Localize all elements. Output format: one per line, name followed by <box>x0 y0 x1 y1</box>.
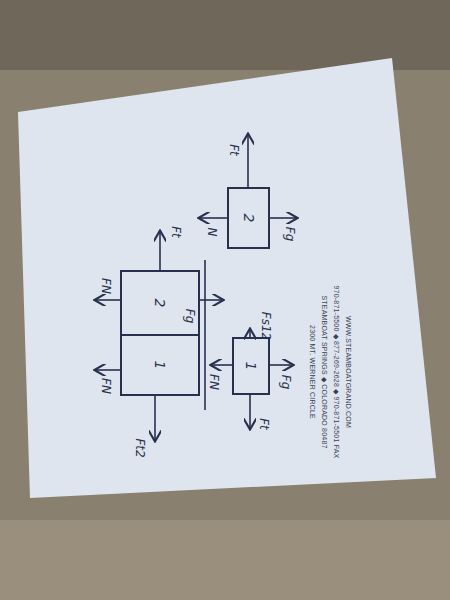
force-label: FN <box>99 278 113 294</box>
force-label: Ft <box>169 226 183 238</box>
letterhead-line: WWW.STEAMBOATGRAND.COM <box>345 316 352 428</box>
force-label: Ft2 <box>133 438 147 457</box>
force-label: Ft <box>227 144 241 156</box>
letterhead-line: 970-871-5500 ◆ 877-269-2628 ◆ 970-871-55… <box>332 286 340 459</box>
body-box: 1 <box>120 334 200 396</box>
force-arrows <box>96 135 296 440</box>
force-label: N <box>205 228 219 237</box>
force-label: Ft <box>257 418 271 430</box>
body-box: 2 <box>120 270 200 336</box>
body-box: 2 <box>227 187 270 249</box>
body-box: 1 <box>232 337 270 395</box>
force-label: FN <box>99 378 113 394</box>
force-label: Fg <box>183 309 197 324</box>
table-wood <box>0 520 450 600</box>
force-label: Fs12 <box>259 312 273 340</box>
box-number: 1 <box>243 362 259 371</box>
letterhead-line: 2300 MT. WERNER CIRCLE <box>309 325 316 419</box>
force-label: Fg <box>283 227 297 242</box>
box-number: 2 <box>241 214 257 223</box>
box-number: 2 <box>152 299 168 308</box>
force-label: FN <box>207 374 221 390</box>
paper-sheet <box>18 58 436 498</box>
letterhead-line: STEAMBOAT SPRINGS ◆ COLORADO 80487 <box>320 295 328 448</box>
force-label: Fg <box>279 375 293 390</box>
box-number: 1 <box>152 361 168 370</box>
